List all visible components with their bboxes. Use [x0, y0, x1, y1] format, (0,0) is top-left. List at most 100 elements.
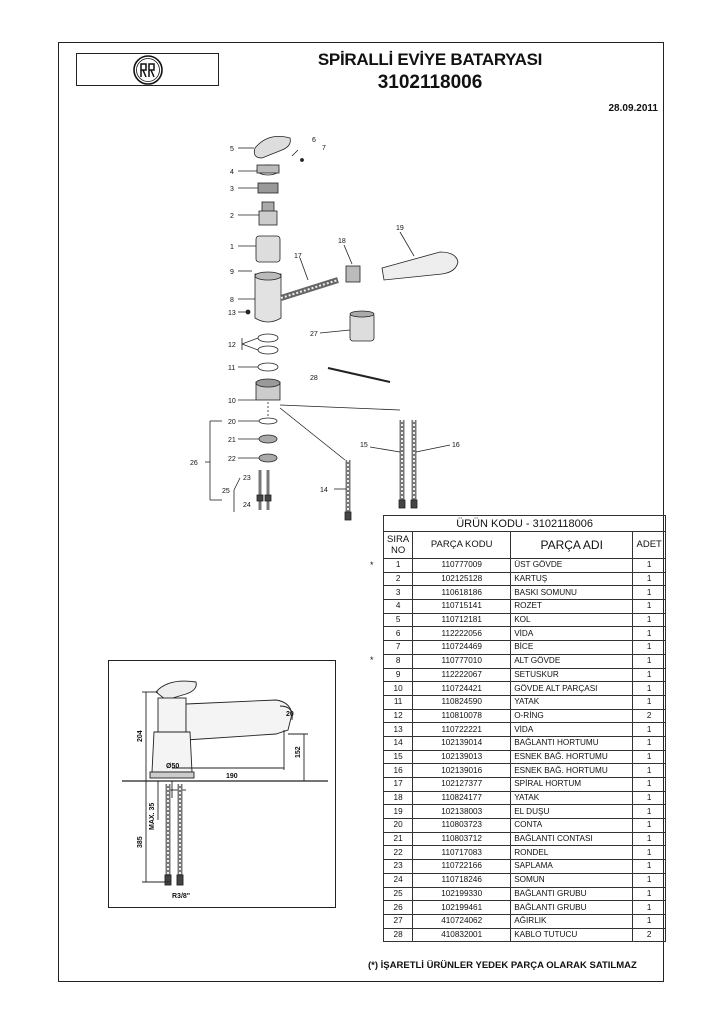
svg-text:9: 9: [230, 269, 234, 276]
row-parca-kodu: 110724421: [412, 681, 512, 696]
row-parca-kodu: 110715141: [412, 599, 512, 614]
row-sira: 17: [382, 777, 414, 792]
row-sira: 22: [382, 845, 414, 861]
row-parca-adi: ROZET: [510, 599, 634, 614]
row-parca-adi: ESNEK BAĞ. HORTUMU: [510, 763, 634, 778]
logo-box: [76, 53, 219, 86]
svg-text:18: 18: [338, 238, 346, 245]
star-marker: *: [370, 655, 374, 666]
row-sira: 26: [382, 900, 414, 915]
dim-thread: R3/8": [172, 893, 190, 900]
row-adet: 1: [632, 845, 667, 861]
row-parca-adi: SETUSKUR: [510, 667, 634, 683]
row-parca-kodu: 102199461: [412, 900, 512, 915]
row-sira: 5: [382, 612, 414, 628]
svg-text:27: 27: [310, 331, 318, 338]
row-parca-adi: YATAK: [510, 694, 634, 710]
row-sira: 3: [382, 585, 414, 601]
row-parca-adi: VİDA: [510, 722, 634, 737]
row-sira: 18: [382, 790, 414, 806]
row-parca-kodu: 102139014: [412, 735, 512, 751]
svg-text:8: 8: [230, 297, 234, 304]
row-parca-kodu: 110724469: [412, 640, 512, 655]
row-parca-kodu: 110717083: [412, 845, 512, 861]
star-marker: *: [370, 559, 374, 570]
row-adet: 1: [632, 763, 667, 778]
row-parca-kodu: 410724062: [412, 913, 512, 929]
row-parca-kodu: 102139013: [412, 749, 512, 765]
header-no-label: NO: [390, 545, 406, 556]
svg-text:17: 17: [294, 253, 302, 260]
row-parca-kodu: 110803723: [412, 818, 512, 833]
dimension-drawing-frame: [108, 660, 336, 908]
row-parca-kodu: 110722166: [412, 859, 512, 874]
svg-text:10: 10: [228, 398, 236, 405]
row-sira: 21: [382, 831, 414, 847]
row-sira: 1: [382, 558, 414, 573]
header-adet: ADET: [632, 531, 667, 559]
svg-text:5: 5: [230, 146, 234, 153]
row-adet: 1: [632, 913, 667, 929]
row-parca-adi: YATAK: [510, 790, 634, 806]
row-parca-adi: SAPLAMA: [510, 859, 634, 874]
row-parca-kodu: 110810078: [412, 708, 512, 724]
row-adet: 1: [632, 640, 667, 655]
row-adet: 1: [632, 653, 667, 669]
svg-text:19: 19: [396, 225, 404, 232]
row-adet: 1: [632, 694, 667, 710]
row-adet: 1: [632, 804, 667, 820]
dim-diameter: Ø50: [166, 763, 179, 770]
svg-text:22: 22: [228, 456, 236, 463]
dim-total: 385: [137, 836, 144, 848]
row-parca-adi: GÖVDE ALT PARÇASI: [510, 681, 634, 696]
product-code: 3102118006: [377, 72, 483, 93]
header-sira: SIRA NO: [382, 531, 414, 559]
header-parca-kodu: PARÇA KODU: [412, 531, 512, 559]
row-parca-adi: BAĞLANTI CONTASI: [510, 831, 634, 847]
row-parca-kodu: 110777009: [412, 558, 512, 573]
row-adet: 1: [632, 626, 667, 642]
svg-text:4: 4: [230, 169, 234, 176]
row-adet: 1: [632, 599, 667, 614]
row-parca-kodu: 102138003: [412, 804, 512, 820]
row-adet: 1: [632, 886, 667, 902]
row-parca-kodu: 102139016: [412, 763, 512, 778]
svg-text:28: 28: [310, 375, 318, 382]
svg-text:23: 23: [243, 475, 251, 482]
svg-text:14: 14: [320, 487, 328, 494]
header-parca-adi: PARÇA ADI: [510, 531, 634, 559]
row-parca-adi: EL DUŞU: [510, 804, 634, 820]
dim-angle: 20: [286, 711, 294, 718]
svg-text:7: 7: [322, 145, 326, 152]
svg-text:13: 13: [228, 310, 236, 317]
row-sira: 16: [382, 763, 414, 778]
row-adet: 1: [632, 735, 667, 751]
parts-table: ÜRÜN KODU - 3102118006 SIRA NO PARÇA KOD…: [382, 515, 667, 943]
row-parca-adi: SOMUN: [510, 872, 634, 888]
row-parca-adi: BAĞLANTI GRUBU: [510, 886, 634, 902]
row-sira: 6: [382, 626, 414, 642]
row-adet: 2: [632, 927, 667, 943]
svg-text:26: 26: [190, 460, 198, 467]
row-sira: 8: [382, 653, 414, 669]
row-sira: 23: [382, 859, 414, 874]
dim-spout-height: 152: [295, 746, 302, 758]
row-adet: 1: [632, 681, 667, 696]
row-parca-adi: ÜST GÖVDE: [510, 558, 634, 573]
row-sira: 19: [382, 804, 414, 820]
table-title: ÜRÜN KODU - 3102118006: [382, 515, 667, 532]
row-parca-adi: RONDEL: [510, 845, 634, 861]
svg-text:11: 11: [228, 365, 235, 372]
row-sira: 10: [382, 681, 414, 696]
